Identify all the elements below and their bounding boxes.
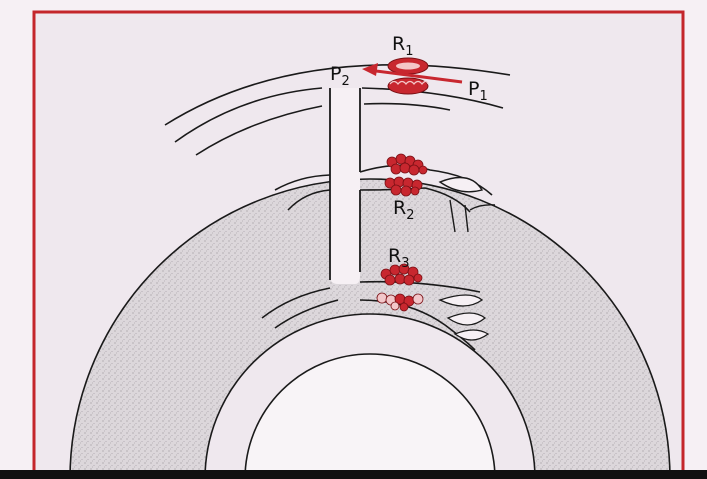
label-r2-main: R — [393, 197, 406, 219]
label-p1-main: P — [468, 78, 479, 100]
label-p2-sub: 2 — [341, 74, 349, 89]
label-r3-sub: 3 — [401, 256, 409, 271]
penetrating-vessel — [330, 88, 360, 284]
label-r1-sub: 1 — [405, 44, 413, 59]
label-p2-main: P — [330, 63, 341, 85]
label-p1-sub: 1 — [479, 89, 487, 104]
label-r3-main: R — [388, 245, 401, 267]
bottom-edge — [0, 470, 707, 479]
label-r1-main: R — [392, 33, 405, 55]
label-r2-sub: 2 — [406, 208, 414, 223]
